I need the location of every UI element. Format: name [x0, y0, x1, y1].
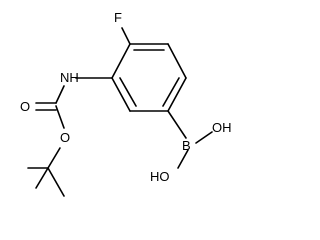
- bond-b-oh-top: [195, 131, 213, 144]
- bond-ring-c3-c4: [167, 77, 187, 112]
- bond-ring-c5-c6: [111, 77, 131, 112]
- carbonyl-oxygen-label: O: [20, 99, 30, 114]
- bond-c-b: [167, 110, 187, 139]
- chemical-structure: F NH O O B OH HO: [20, 10, 232, 197]
- ester-oxygen-label: O: [60, 130, 70, 145]
- bond-ring-c6-c1: [111, 43, 131, 79]
- bond-c-f: [121, 27, 131, 45]
- bond-n-c: [55, 85, 65, 104]
- bond-ctbu-me3: [47, 167, 65, 197]
- bond-ring-c3-c4-double: [162, 77, 180, 107]
- bond-ctbu-me2: [35, 167, 49, 189]
- hydroxyl-top-label: OH: [212, 120, 232, 135]
- bond-ring-c5-c6-double: [119, 77, 137, 107]
- fluorine-label: F: [114, 10, 122, 25]
- bond-b-oh-bottom: [177, 149, 189, 169]
- hydroxyl-bottom-label: HO: [150, 169, 170, 184]
- bond-c-o-ester: [55, 105, 65, 129]
- bond-o-ctbu: [47, 147, 61, 169]
- nh-label: NH: [60, 70, 79, 85]
- bond-ring-c2-c3: [167, 43, 187, 79]
- boron-label: B: [182, 138, 191, 153]
- benzene-ring: [111, 43, 187, 112]
